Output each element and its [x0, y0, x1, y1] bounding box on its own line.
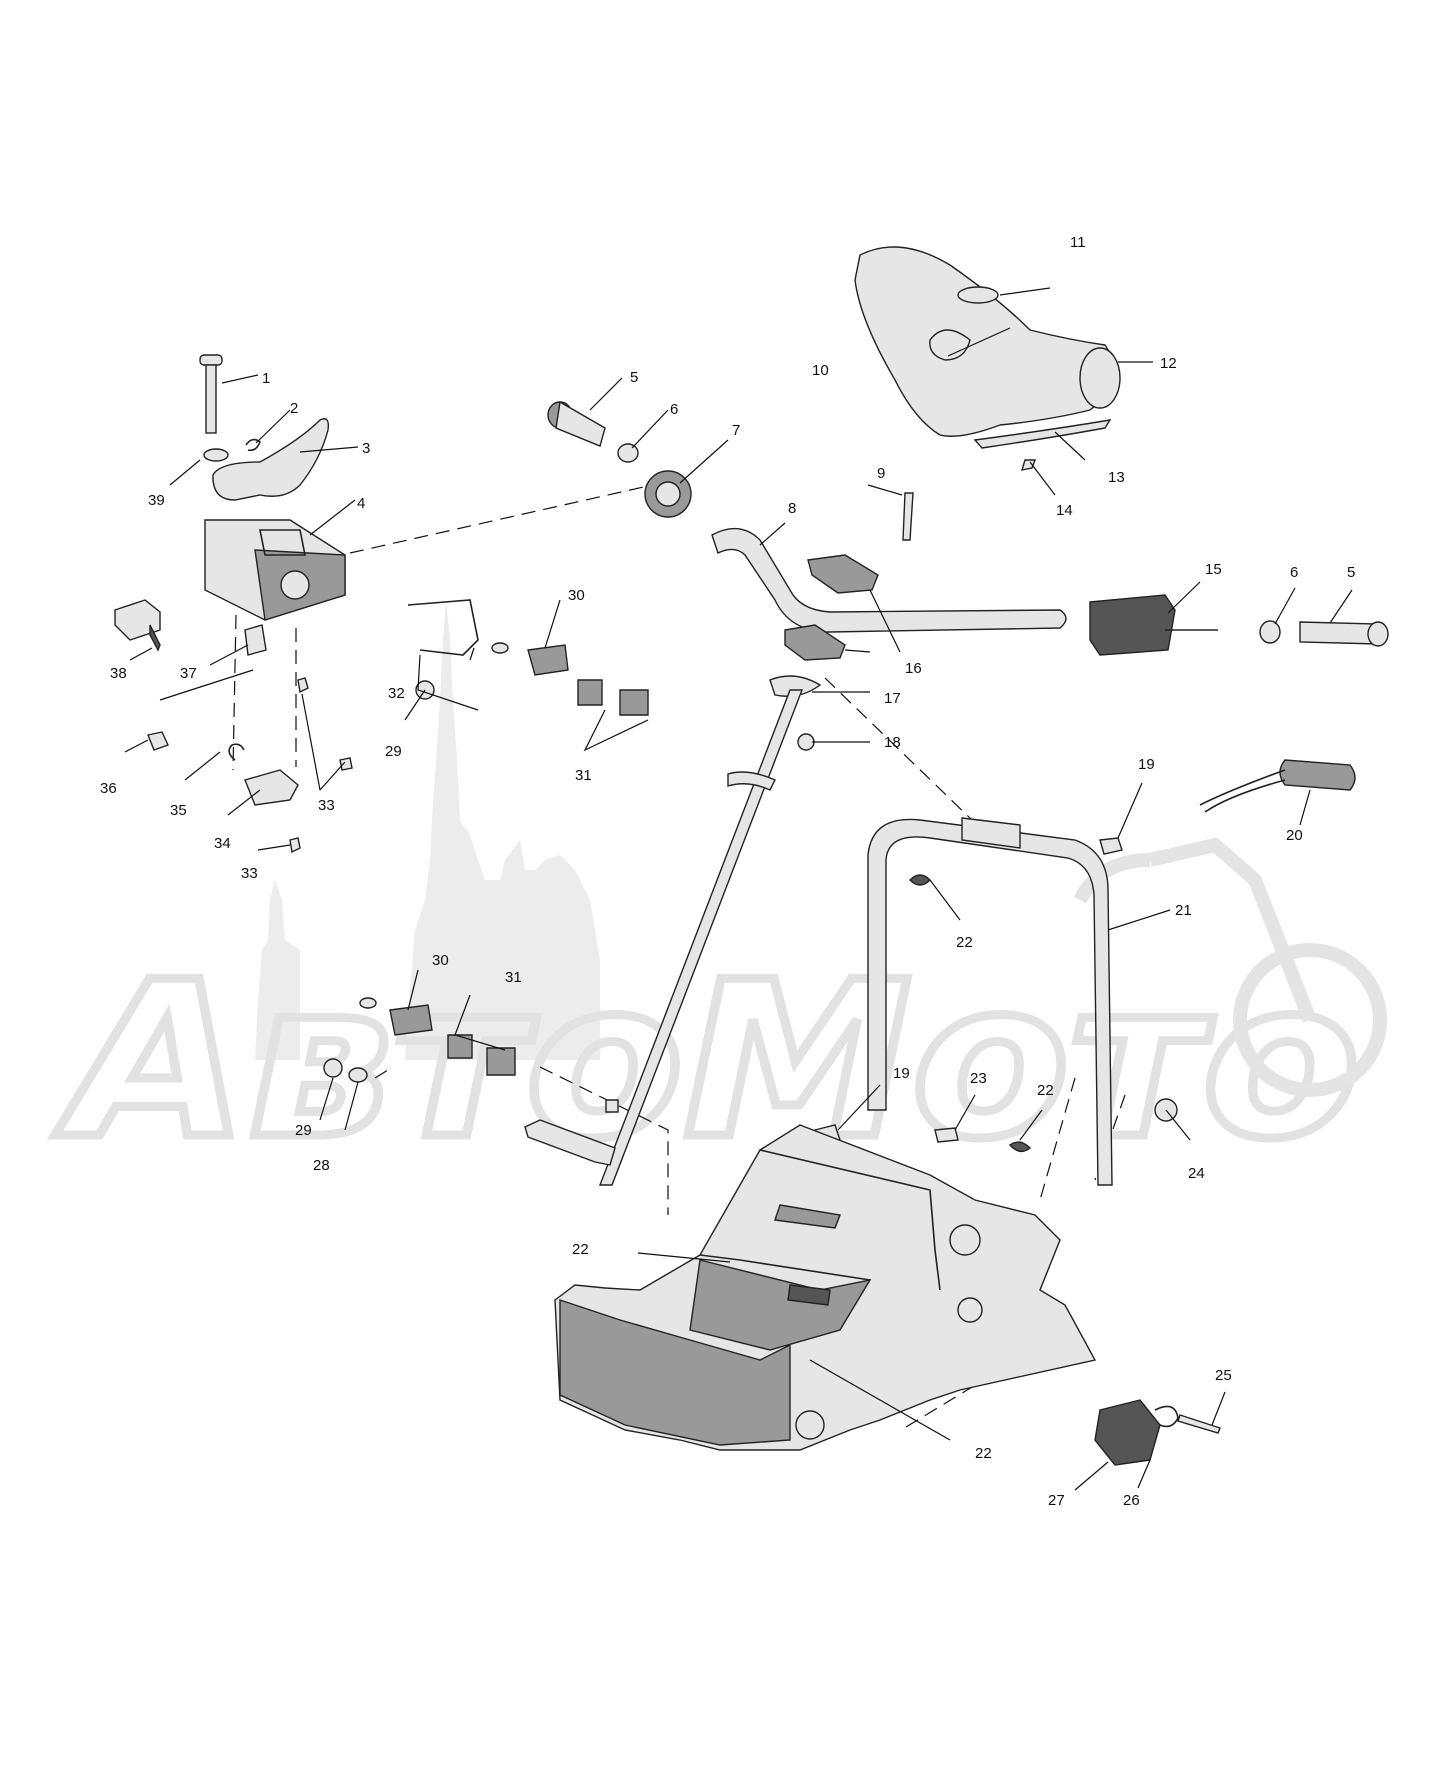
leader-lines	[124, 287, 1353, 1491]
callout-11: 11	[1070, 234, 1086, 251]
callout-6: 6	[670, 401, 678, 418]
watermark-text: АвтоМото	[55, 935, 1360, 1186]
callout-22b: 22	[1037, 1082, 1054, 1099]
callout-29a: 29	[385, 743, 402, 760]
callout-29b: 29	[295, 1122, 312, 1139]
callout-30a: 30	[568, 587, 585, 604]
callout-3: 3	[362, 440, 370, 457]
part-22-rivet-a	[909, 874, 931, 886]
part-25-pin	[1177, 1414, 1221, 1434]
callout-25: 25	[1215, 1367, 1232, 1384]
part-37-gasket	[244, 624, 267, 656]
part-9-bolt	[902, 492, 914, 541]
callout-12: 12	[1160, 355, 1177, 372]
watermark: АвтоМото	[51, 600, 1387, 1191]
part-33-screw-a	[297, 677, 309, 694]
part-38-bumper	[114, 599, 161, 652]
part-5-grip-right	[1299, 621, 1389, 647]
part-11-decal	[957, 286, 999, 304]
parts	[114, 246, 1389, 1466]
callout-17: 17	[884, 690, 901, 707]
callout-4: 4	[357, 495, 365, 512]
callout-22d: 22	[975, 1445, 992, 1462]
callout-13: 13	[1108, 469, 1125, 486]
callout-24: 24	[1188, 1165, 1205, 1182]
callout-20: 20	[1286, 827, 1303, 844]
callout-30b: 30	[432, 952, 449, 969]
part-17-steering-column	[598, 675, 822, 1186]
part-16-clamps	[784, 554, 879, 661]
callout-23: 23	[970, 1070, 987, 1087]
part-30-31-bushings-lower	[323, 997, 516, 1083]
callout-32: 32	[388, 685, 405, 702]
part-34-plate	[244, 769, 299, 806]
callout-33b: 33	[241, 865, 258, 882]
callout-34: 34	[214, 835, 231, 852]
callout-38: 38	[110, 665, 127, 682]
callout-33a: 33	[318, 797, 335, 814]
part-33-screw-c	[339, 757, 353, 771]
part-18-nut	[797, 733, 815, 751]
callout-14: 14	[1056, 502, 1073, 519]
callout-8: 8	[788, 500, 796, 517]
part-21-hoop	[867, 817, 1113, 1186]
callout-19: 19	[1138, 756, 1155, 773]
part-2-clip	[245, 438, 261, 452]
part-34-steering-arm	[524, 1119, 616, 1166]
callout-21: 21	[1175, 902, 1192, 919]
callout-22c: 22	[572, 1241, 589, 1258]
callout-31b: 31	[505, 969, 522, 986]
callout-15: 15	[1205, 561, 1222, 578]
part-20-cable	[1199, 759, 1356, 813]
callout-2: 2	[290, 400, 298, 417]
part-33-screw-b	[289, 837, 301, 854]
part-8-handlebar	[711, 527, 1067, 633]
watermark-motorcycle	[1073, 837, 1387, 1097]
part-23-bolt	[934, 1127, 959, 1143]
part-12-pad	[854, 246, 1121, 437]
frame-chassis	[554, 1124, 1097, 1451]
callout-16: 16	[905, 660, 922, 677]
part-27-hitch-housing	[1094, 1399, 1179, 1466]
part-35-clip	[228, 743, 245, 761]
callout-39: 39	[148, 492, 165, 509]
part-1-bolt	[199, 354, 223, 434]
callout-9: 9	[877, 465, 885, 482]
callout-19b: 19	[893, 1065, 910, 1082]
callouts: 1 2 3 4 5 6 7 8 9 10 11 12 13 14 15 6 5 …	[100, 234, 1355, 1509]
part-15-control	[1089, 594, 1218, 656]
part-36-nut	[147, 731, 169, 751]
part-6-ferrule-right	[1259, 620, 1281, 644]
part-6-ferrule-left	[617, 443, 639, 463]
callout-37: 37	[180, 665, 197, 682]
part-30-31-bushings-upper	[407, 599, 649, 716]
callout-10: 10	[812, 362, 829, 379]
callout-35: 35	[170, 802, 187, 819]
callout-28: 28	[313, 1157, 330, 1174]
callout-7: 7	[732, 422, 740, 439]
callout-18: 18	[884, 734, 901, 751]
part-22-rivet-b	[1008, 1141, 1032, 1153]
part-13-strip	[973, 419, 1112, 449]
callout-31a: 31	[575, 767, 592, 784]
part-14-screw	[1020, 459, 1037, 471]
callout-1: 1	[262, 370, 270, 387]
part-10-decal	[929, 329, 971, 361]
part-19-bolt-a	[1099, 837, 1123, 855]
callout-22a: 22	[956, 934, 973, 951]
part-5-grip-left	[547, 400, 606, 447]
part-39-washer	[203, 448, 229, 462]
callout-27: 27	[1048, 1492, 1065, 1509]
callout-6b: 6	[1290, 564, 1298, 581]
callout-36: 36	[100, 780, 117, 797]
callout-5: 5	[630, 369, 638, 386]
part-3-bracket	[212, 418, 330, 501]
part-7-switch	[644, 470, 692, 518]
callout-26: 26	[1123, 1492, 1140, 1509]
callout-5b: 5	[1347, 564, 1355, 581]
part-4-housing	[204, 519, 346, 621]
